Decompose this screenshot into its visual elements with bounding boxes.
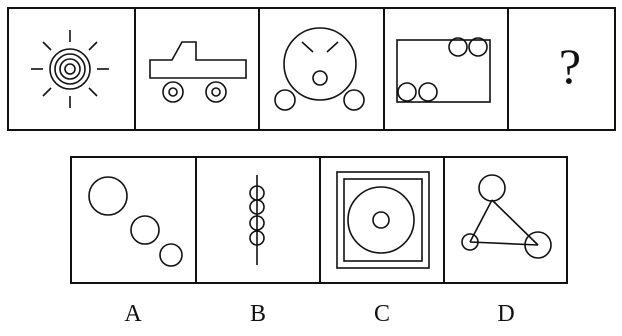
rectangle-circles-figure [396, 37, 491, 103]
option-b-frame[interactable] [195, 156, 321, 284]
truck-figure [149, 41, 247, 103]
sun-figure [31, 30, 109, 108]
option-c-figure [336, 171, 430, 269]
option-b-figure [249, 175, 265, 265]
question-cell-3-frame [258, 7, 385, 131]
option-c-frame[interactable] [319, 156, 445, 284]
option-b-label[interactable]: B [249, 301, 266, 327]
question-cell-1-frame [7, 7, 136, 131]
options-row [70, 156, 568, 284]
option-d-frame[interactable] [443, 156, 568, 284]
option-a-label[interactable]: A [124, 301, 142, 327]
question-cell-2-frame [134, 7, 260, 131]
option-a-figure [88, 176, 183, 267]
option-d-label[interactable]: D [497, 301, 515, 327]
question-row [7, 7, 616, 131]
face-figure [274, 27, 365, 111]
question-cell-5-frame[interactable] [507, 7, 616, 131]
question-mark: ? [558, 38, 582, 94]
option-c-label[interactable]: C [373, 301, 390, 327]
option-d-figure [461, 174, 552, 259]
